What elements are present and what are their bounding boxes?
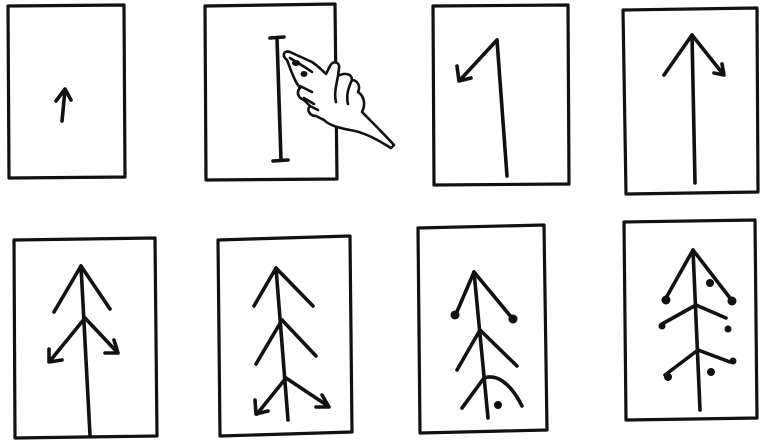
panel-3 (433, 5, 569, 185)
panel-1 (8, 5, 125, 178)
panel-4 (623, 8, 758, 194)
panel-7-frame (418, 225, 547, 433)
panel-8-frame (624, 220, 757, 420)
panel-2 (205, 4, 394, 180)
panel-6 (218, 236, 352, 436)
panel-7 (418, 225, 547, 433)
panel-5 (14, 238, 157, 438)
panel-8 (624, 220, 757, 420)
panel-6-frame (218, 236, 352, 436)
